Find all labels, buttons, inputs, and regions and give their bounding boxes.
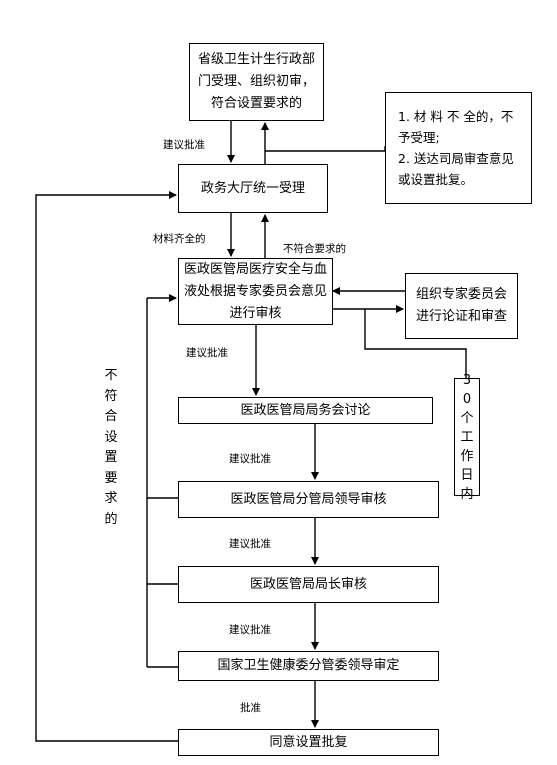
provincial-receive-text: 省级卫生计生行政部门受理、组织初审，符合设置要求的 <box>198 52 316 111</box>
bureau-meeting-text: 医政医管局局务会讨论 <box>240 402 371 418</box>
leader-review-box: 医政医管局分管局领导审核 <box>178 481 439 518</box>
approve-text: 同意设置批复 <box>269 734 348 750</box>
note-connector-days <box>364 309 467 378</box>
label-suggest-approve-1: 建议批准 <box>163 138 205 152</box>
label-suggest-approve-3: 建议批准 <box>229 452 271 466</box>
expert-committee-box: 组织专家委员会进行论证和审查 <box>405 273 518 339</box>
provincial-receive-box: 省级卫生计生行政部门受理、组织初审，符合设置要求的 <box>189 43 324 121</box>
note-connector-incomplete <box>265 146 386 152</box>
label-suggest-approve-5: 建议批准 <box>229 623 271 637</box>
not-meet-vertical-label: 不符合设置要求的 <box>104 366 118 530</box>
review-dept-box: 医政医管局医疗安全与血液处根据专家委员会意见进行审核 <box>178 258 333 325</box>
label-approved: 批准 <box>240 701 261 715</box>
director-review-box: 医政医管局局长审核 <box>178 566 439 603</box>
commission-review-text: 国家卫生健康委分管委领导审定 <box>217 658 400 673</box>
days-note-box: 30个工作日内 <box>454 373 480 502</box>
review-dept-text: 医政医管局医疗安全与血液处根据专家委员会意见进行审核 <box>183 261 327 321</box>
not-meet-vertical-text: 不符合设置要求的 <box>104 368 118 527</box>
incomplete-note-item-2: 2. 送达司局审查意见或设置批复。 <box>398 151 514 187</box>
incomplete-note-item-1: 1. 材 料 不 全的，不予受理; <box>398 109 514 145</box>
label-not-meet-requirements: 不符合要求的 <box>283 242 346 256</box>
incomplete-note-box: 1. 材 料 不 全的，不予受理; 2. 送达司局审查意见或设置批复。 <box>385 92 532 204</box>
director-review-text: 医政医管局局长审核 <box>249 576 367 592</box>
days-note-text: 30个工作日内 <box>460 372 474 502</box>
hall-receive-box: 政务大厅统一受理 <box>178 164 328 213</box>
arrow-approve-to-hall <box>35 191 178 742</box>
leader-review-text: 医政医管局分管局领导审核 <box>230 491 387 507</box>
bureau-meeting-box: 医政医管局局务会讨论 <box>178 397 433 424</box>
commission-review-box: 国家卫生健康委分管委领导审定 <box>178 651 439 681</box>
label-suggest-approve-4: 建议批准 <box>229 537 271 551</box>
label-materials-complete: 材料齐全的 <box>153 232 206 246</box>
expert-committee-text: 组织专家委员会进行论证和审查 <box>415 287 507 324</box>
label-suggest-approve-2: 建议批准 <box>186 346 228 360</box>
approve-box: 同意设置批复 <box>178 729 439 756</box>
hall-receive-text: 政务大厅统一受理 <box>200 180 305 196</box>
